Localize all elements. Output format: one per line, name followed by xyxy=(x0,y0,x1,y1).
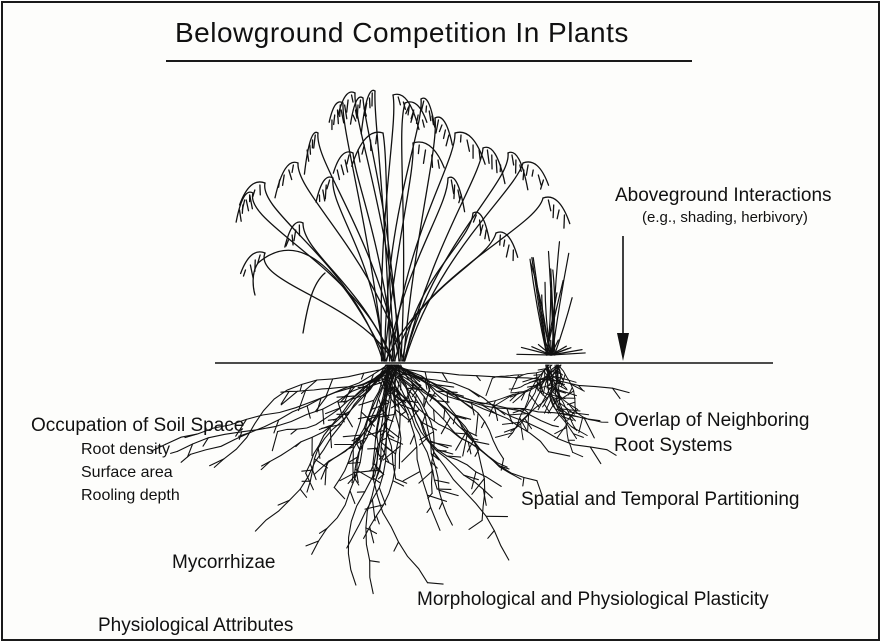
small-plant-roots xyxy=(484,365,608,457)
title-underline xyxy=(166,60,692,62)
physiological-attributes-label: Physiological Attributes xyxy=(98,615,293,637)
shading-arrow xyxy=(617,236,629,361)
plasticity-label: Morphological and Physiological Plastici… xyxy=(417,589,769,611)
mycorrhizae-label: Mycorrhizae xyxy=(172,552,275,574)
aboveground-examples-label: (e.g., shading, herbivory) xyxy=(642,209,808,226)
overlap-label-line2: Root Systems xyxy=(614,435,732,457)
plant-illustration xyxy=(3,3,878,639)
occupation-item-surface-area: Surface area xyxy=(81,464,173,482)
occupation-soil-space-label: Occupation of Soil Space xyxy=(31,415,244,437)
occupation-item-root-density: Root density xyxy=(81,441,170,459)
occupation-item-rooting-depth: Rooling depth xyxy=(81,487,180,505)
diagram-title: Belowground Competition In Plants xyxy=(175,17,629,49)
small-plant-shoots xyxy=(517,242,585,355)
large-plant-shoots xyxy=(236,90,570,361)
aboveground-interactions-label: Aboveground Interactions xyxy=(615,185,832,207)
spatial-temporal-partitioning-label: Spatial and Temporal Partitioning xyxy=(521,489,800,511)
overlap-label-line1: Overlap of Neighboring xyxy=(614,410,809,432)
